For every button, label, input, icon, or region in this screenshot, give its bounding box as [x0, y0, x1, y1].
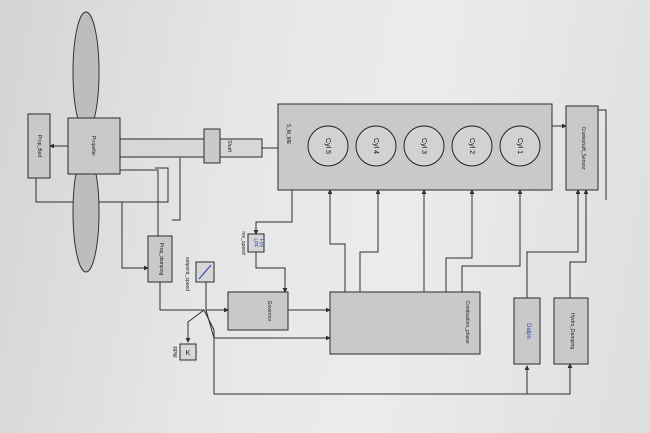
- gain-block[interactable]: [179, 343, 197, 361]
- wire-damping-to-setpoint: [159, 282, 204, 311]
- wire-junction-to-gain: [185, 309, 205, 343]
- gain-label: K: [186, 350, 191, 357]
- cylinder-5-label: Cyl 5: [324, 138, 331, 154]
- engine-input-label: S_M_ME: [285, 124, 291, 145]
- wire-combustion-to-cyl4: [359, 189, 381, 292]
- prop-damping-block[interactable]: [147, 235, 173, 283]
- governor-label: Governor: [266, 301, 272, 322]
- wire-combustion-to-cyl1: [461, 189, 523, 292]
- cylinder-1[interactable]: [499, 125, 541, 167]
- filter-top-label: LPF: [252, 238, 258, 247]
- crankshaft-sensor-block[interactable]: [565, 105, 599, 191]
- filter-block[interactable]: [247, 233, 265, 253]
- setpoint-speed-label: setpoint_speed: [184, 257, 190, 291]
- hydro-damping-label: Hydro_Damping: [569, 313, 575, 349]
- signal-wires: [35, 109, 607, 395]
- wire-bottom-loop: [203, 309, 573, 395]
- filter-caption: rev_speed: [240, 231, 246, 255]
- wire-filter-to-governor: [255, 252, 288, 293]
- wire-shaft-to-damping: [172, 158, 181, 221]
- filter-bottom-label: F(s): [258, 239, 264, 248]
- cylinder-4[interactable]: [355, 125, 397, 167]
- wire-sensor-side: [598, 109, 607, 200]
- combustion-block[interactable]: [329, 291, 481, 355]
- dalpn-block[interactable]: [513, 297, 541, 365]
- combustion-label: Combustion_phase: [464, 300, 470, 343]
- wire-dalpn-to-sensor: [526, 189, 581, 298]
- gain-caption: RPM: [171, 346, 177, 357]
- dalpn-label: Dalpn: [525, 323, 531, 339]
- wire-engine-to-filter: [253, 190, 293, 235]
- prop-damping-label: Prop_damping: [158, 243, 164, 276]
- wire-damping-to-propeller: [120, 169, 159, 236]
- propeller-label: Propeller: [90, 136, 96, 156]
- wire-feedback-to-damping: [121, 202, 149, 271]
- wire-hydro-to-sensor: [569, 189, 589, 298]
- cylinder-3-label: Cyl 3: [420, 138, 427, 154]
- cylinder-3[interactable]: [403, 125, 445, 167]
- ramp-icon: [198, 264, 212, 280]
- hydro-damping-block[interactable]: [553, 297, 589, 365]
- cylinder-4-label: Cyl 4: [372, 138, 379, 154]
- shaft-label: Shaft: [226, 140, 232, 152]
- cylinder-2[interactable]: [451, 125, 493, 167]
- governor-block[interactable]: [227, 291, 289, 331]
- prop-bed-label: Prop_Bed: [36, 135, 42, 157]
- cylinder-1-label: Cyl 1: [516, 138, 523, 154]
- shaft-coupling[interactable]: [203, 128, 221, 164]
- shaft-bar[interactable]: [119, 138, 263, 158]
- wire-bed-feedback: [35, 167, 169, 203]
- cylinder-5[interactable]: [307, 125, 349, 167]
- wire-combustion-to-cyl2: [445, 189, 475, 292]
- propeller-blade-top: [72, 11, 100, 133]
- cylinder-2-label: Cyl 2: [468, 138, 475, 154]
- prop-bed-block[interactable]: [27, 113, 51, 179]
- propeller-block[interactable]: [67, 117, 121, 175]
- cylinder-group: Cyl 5 Cyl 4 Cyl 3 Cyl 2 Cyl 1: [307, 125, 541, 167]
- crankshaft-sensor-label: Crankshaft_Sensor: [580, 127, 586, 170]
- wire-combustion-to-cyl5: [327, 189, 346, 292]
